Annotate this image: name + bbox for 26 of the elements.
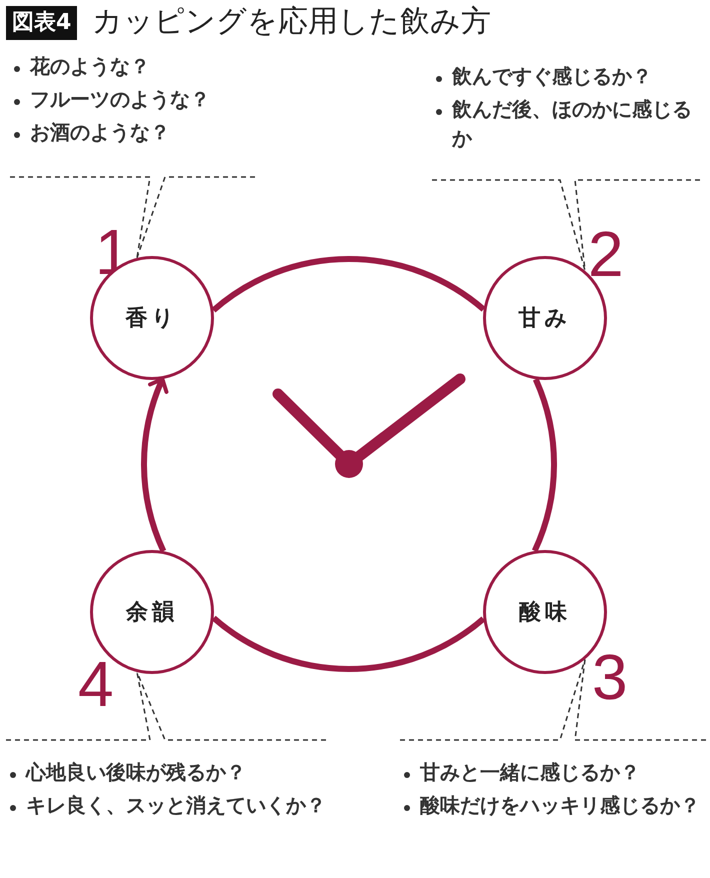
question-text: 花のような？ bbox=[30, 53, 150, 80]
arc-connector bbox=[212, 256, 486, 313]
node-label: 余韻 bbox=[126, 599, 178, 627]
leader-line bbox=[431, 179, 701, 272]
question-text: 甘みと一緒に感じるか？ bbox=[420, 759, 640, 786]
arc-connector bbox=[532, 378, 557, 552]
node-label: 香り bbox=[126, 305, 178, 333]
figure-number-badge: 図表4 bbox=[6, 6, 78, 40]
title-text: カッピングを応用した飲み方 bbox=[92, 3, 491, 41]
question-text: 心地良い後味が残るか？ bbox=[26, 759, 246, 786]
arc-connector bbox=[212, 616, 486, 672]
arrow bbox=[141, 377, 170, 552]
question-text: 酸味だけをハッキリ感じるか？ bbox=[420, 792, 700, 819]
question-text: 飲んだ後、ほのかに感じるか bbox=[452, 96, 693, 152]
leader-line bbox=[9, 176, 256, 259]
leader-line bbox=[399, 658, 707, 741]
question-text: 飲んですぐ感じるか？ bbox=[452, 63, 652, 90]
leader-line bbox=[5, 671, 327, 741]
question-text: お酒のような？ bbox=[30, 119, 170, 146]
question-text: キレ良く、スッと消えていくか？ bbox=[26, 792, 326, 819]
step-number: 3 bbox=[592, 645, 628, 709]
question-text: フルーツのような？ bbox=[30, 86, 210, 113]
node-label: 酸味 bbox=[519, 599, 571, 627]
step-number: 4 bbox=[78, 652, 114, 716]
node-label: 甘み bbox=[518, 305, 572, 333]
step-number: 2 bbox=[588, 222, 624, 286]
